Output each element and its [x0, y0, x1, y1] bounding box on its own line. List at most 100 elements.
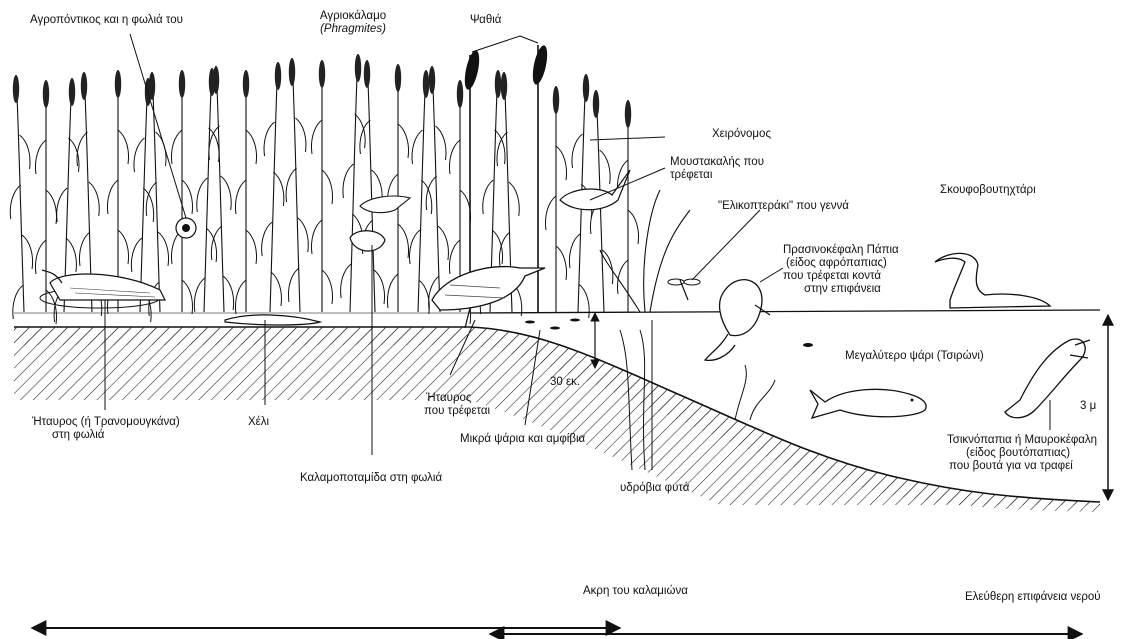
reed-warbler-nest-icon	[176, 196, 410, 251]
reed-leaf	[412, 130, 423, 164]
label-bittern-feeding-2: που τρέφεται	[424, 405, 490, 418]
reed-stalk	[367, 60, 375, 312]
reed-stalk	[216, 66, 224, 312]
reed-stalk	[16, 75, 24, 312]
reed-leaf	[572, 134, 583, 168]
reed-plume-icon	[495, 70, 501, 98]
label-open-water: Ελεύθερη επιφάνεια νερού	[965, 591, 1101, 604]
reed-leaf	[341, 264, 352, 298]
reed-leaf	[499, 232, 510, 266]
reed-leaf	[171, 130, 182, 164]
reed-leaf	[35, 240, 46, 274]
reed-plume-icon	[625, 100, 631, 128]
reed-leaf	[271, 272, 282, 306]
mallard-duck-icon	[705, 280, 770, 361]
label-mallard-4: στην επιφάνεια	[804, 283, 881, 296]
label-aquatic-plants: υδρόβια φυτά	[620, 482, 689, 495]
reed-leaf	[398, 124, 409, 158]
dragonfly-icon	[668, 279, 700, 300]
label-damselfly: "Ελικοπτεράκι" που γεννά	[718, 200, 849, 213]
reed-leaf	[223, 276, 234, 310]
diving-duck-icon	[1005, 339, 1090, 418]
reed-leaf	[435, 126, 446, 160]
reed-leaf	[556, 246, 567, 280]
reed-leaf	[118, 230, 129, 264]
reed-leaf	[35, 140, 46, 174]
reed-leaf	[495, 130, 506, 164]
bittern-bird-icon	[432, 267, 545, 328]
reed-plume-icon	[115, 70, 121, 98]
reed-leaf	[410, 230, 421, 264]
label-tufted-duck-3: που βουτά για να τραφεί	[949, 460, 1073, 473]
water-surface	[470, 310, 1100, 313]
reed-leaf	[449, 140, 460, 174]
reed-leaf	[419, 280, 430, 314]
reed-leaf	[158, 232, 169, 266]
reed-plume-icon	[501, 72, 507, 100]
reed-warbler-icon	[560, 170, 630, 210]
label-mallard-3: που τρέφεται κοντά	[783, 270, 881, 283]
label-mallard-2: (είδος αφρόπαπιας)	[786, 257, 887, 270]
reed-leaf	[322, 170, 333, 204]
reed-leaf	[246, 130, 257, 164]
reed-leaf	[617, 260, 628, 294]
reed-leaf	[66, 238, 77, 272]
reed-leaf	[107, 180, 118, 214]
reed-stalk	[152, 72, 160, 312]
reed-leaf	[20, 135, 31, 169]
label-water-vole: Αγροπόντικος και η φωλιά του	[30, 14, 183, 27]
reed-leaf	[246, 230, 257, 264]
reed-plume-icon	[583, 74, 589, 102]
bittern-nest-icon	[40, 270, 165, 308]
reed-leaf	[509, 182, 520, 216]
reed-plume-icon	[395, 64, 401, 92]
label-chironomid: Χειρόνομος	[712, 128, 771, 141]
reed-leaf	[288, 268, 299, 302]
label-bigger-fish: Μεγαλύτερο ψάρι (Τσιρώνι)	[845, 350, 984, 363]
reed-leaf	[545, 196, 556, 230]
reed-leaf	[569, 234, 580, 268]
reed-plume-icon	[43, 80, 49, 108]
reed-plume-icon	[81, 72, 87, 100]
reed-leaf	[628, 210, 639, 244]
reed-leaf	[10, 185, 21, 219]
reed-leaf	[46, 190, 57, 224]
label-bittern-nest-1: Ήταυρος (ή Τρανομουγκάνα)	[32, 416, 180, 429]
label-bittern-feeding-1: Ήταυρος	[426, 392, 471, 405]
label-tufted-duck-1: Τσικνόπαπια ή Μαυροκέφαλη	[947, 434, 1097, 447]
label-bittern-nest-2: στη φωλιά	[52, 429, 104, 442]
reed-leaf	[483, 180, 494, 214]
reed-leaf	[286, 168, 297, 202]
label-reed-warbler-nest: Καλαμοποταμίδα στη φωλιά	[300, 472, 442, 485]
reed-leaf	[194, 278, 205, 312]
reed-leaf	[602, 250, 613, 284]
reed-leaf	[57, 188, 68, 222]
reed-leaf	[134, 138, 145, 172]
reed-leaf	[497, 132, 508, 166]
reed-leaf	[398, 224, 409, 258]
reed-stalk	[432, 66, 440, 312]
reed-leaf	[22, 235, 33, 269]
reed-leaf	[182, 280, 193, 314]
reed-leaf	[387, 274, 398, 308]
reed-leaf	[197, 178, 208, 212]
reed-plume-icon	[355, 54, 361, 82]
reed-leaf	[438, 226, 449, 260]
reed-leaf	[235, 180, 246, 214]
reed-leaf	[221, 176, 232, 210]
reed-leaf	[264, 122, 275, 156]
reed-leaf	[295, 118, 306, 152]
reed-plume-icon	[553, 86, 559, 114]
reed-leaf	[449, 240, 460, 274]
reed-leaf	[146, 182, 157, 216]
reed-plume-icon	[213, 66, 219, 94]
reed-leaf	[262, 222, 273, 256]
reed-leaf	[311, 120, 322, 154]
reed-leaf	[343, 164, 354, 198]
reed-leaf	[273, 172, 284, 206]
grebe-bird-icon	[935, 253, 1050, 308]
small-fish-icon	[525, 319, 813, 348]
label-moustached-warbler: Μουστακαλής που	[670, 156, 764, 169]
label-cattail: Ψαθιά	[470, 14, 501, 27]
reed-stalk	[204, 68, 212, 312]
